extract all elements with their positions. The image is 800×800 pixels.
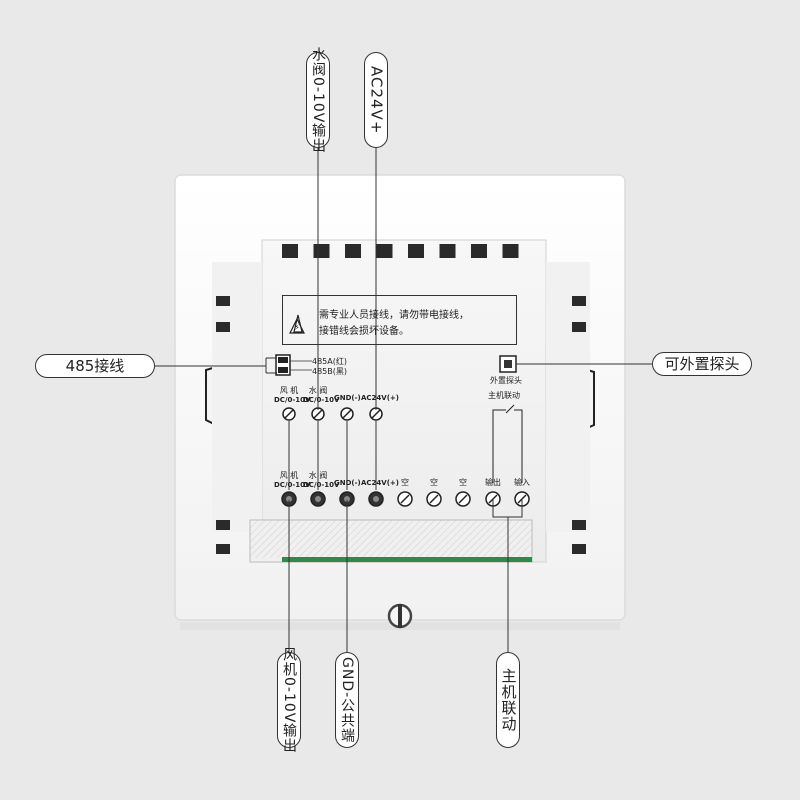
lower-empty-1: 空 bbox=[401, 478, 409, 487]
vent-slot bbox=[439, 244, 456, 258]
vent-slot bbox=[282, 244, 298, 258]
external-probe-socket bbox=[499, 355, 517, 373]
warning-box: 需专业人员接线，请勿带电接线， 接错线会损坏设备。 bbox=[282, 295, 517, 345]
host-link-relay bbox=[492, 404, 523, 483]
vent-slot bbox=[345, 244, 361, 258]
lower-terminal-row bbox=[281, 491, 530, 507]
svg-text:⚡: ⚡ bbox=[294, 323, 300, 332]
label-host-link: 主机联动 bbox=[488, 391, 520, 400]
upper-fan-dc: DC/0-10V bbox=[274, 396, 311, 404]
lower-fan-dc: DC/0-10V bbox=[274, 481, 311, 489]
vent-slot bbox=[408, 244, 424, 258]
rs485-connector bbox=[275, 354, 312, 376]
leader-lines bbox=[155, 148, 652, 652]
upper-ac24: AC24V(+) bbox=[361, 394, 399, 402]
lower-valve-dc: DC/0-10V bbox=[303, 481, 340, 489]
rib-left bbox=[216, 544, 230, 554]
lower-in: 输入 bbox=[514, 478, 530, 487]
rib-right bbox=[572, 520, 586, 530]
lower-empty-2: 空 bbox=[430, 478, 438, 487]
lower-fan-cn: 风 机 bbox=[279, 471, 299, 480]
callout-rs485: 485接线 bbox=[35, 354, 155, 378]
callout-gnd-common-text: GND-公共端 bbox=[339, 656, 355, 744]
warning-line-2: 接错线会损坏设备。 bbox=[319, 326, 409, 337]
rib-left bbox=[216, 296, 230, 306]
row-jumpers bbox=[288, 421, 377, 490]
label-485a: 485A(红) bbox=[312, 357, 347, 366]
upper-gnd: GND(-) bbox=[334, 394, 361, 402]
warning-icon: ⚡ bbox=[289, 314, 305, 334]
lower-ac24: AC24V(+) bbox=[361, 479, 399, 487]
vent-slot bbox=[471, 244, 487, 258]
side-ribs bbox=[216, 296, 586, 554]
callout-rs485-text: 485接线 bbox=[65, 356, 125, 375]
callout-ac24v-plus-text: AC24V+ bbox=[367, 65, 386, 135]
callout-ac24v-plus: AC24V+ bbox=[364, 52, 388, 148]
lower-out: 输出 bbox=[485, 478, 501, 487]
rib-right bbox=[572, 322, 586, 332]
lower-valve-cn: 水 阀 bbox=[308, 471, 328, 480]
upper-fan-cn: 风 机 bbox=[279, 386, 299, 395]
label-485b: 485B(黑) bbox=[312, 367, 347, 376]
label-ext-probe: 外置探头 bbox=[490, 376, 522, 385]
rib-right bbox=[572, 296, 586, 306]
callout-host-link: 主机联动 bbox=[496, 652, 520, 748]
rib-right bbox=[572, 544, 586, 554]
vent-slot bbox=[313, 244, 330, 258]
upper-valve-cn: 水 阀 bbox=[308, 386, 328, 395]
pcb-strip bbox=[282, 557, 532, 562]
bottom-screw bbox=[387, 603, 413, 629]
lower-gnd: GND(-) bbox=[334, 479, 361, 487]
warning-line-1: 需专业人员接线，请勿带电接线， bbox=[319, 310, 469, 321]
callout-gnd-common: GND-公共端 bbox=[335, 652, 359, 748]
callout-valve-output: 水阀0-10V输出 bbox=[306, 47, 330, 153]
callout-fan-output-text: 风机0-10V输出 bbox=[281, 646, 297, 754]
callout-external-probe-text: 可外置探头 bbox=[664, 354, 740, 373]
vent-slot bbox=[502, 244, 519, 258]
rib-left bbox=[216, 322, 230, 332]
rib-left bbox=[216, 520, 230, 530]
vent-slot bbox=[376, 244, 393, 258]
callout-valve-output-text: 水阀0-10V输出 bbox=[310, 46, 326, 154]
callout-host-link-text: 主机联动 bbox=[499, 668, 518, 732]
callout-fan-output: 风机0-10V输出 bbox=[277, 647, 301, 753]
lower-empty-3: 空 bbox=[459, 478, 467, 487]
callout-external-probe: 可外置探头 bbox=[652, 352, 752, 376]
upper-valve-dc: DC/0-10V bbox=[303, 396, 340, 404]
